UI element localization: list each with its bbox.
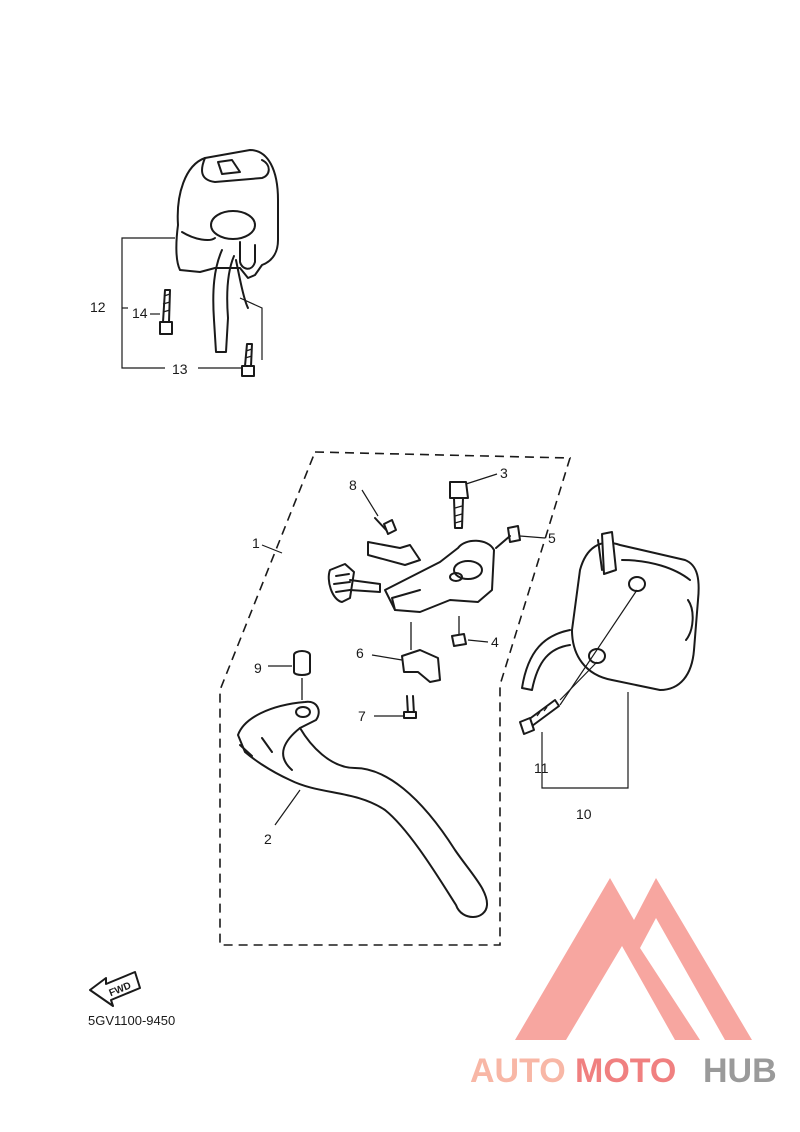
switch-6 [401,622,441,683]
watermark-hub: HUB [703,1052,777,1090]
lever-2 [237,700,489,918]
watermark-moto: MOTO [575,1052,676,1090]
screw-7 [403,695,417,719]
bolt-3 [449,481,469,529]
nut-4 [451,616,467,647]
bush-9 [293,650,311,700]
watermark-triangle-icon [515,878,752,1040]
bracket-12 [121,237,263,369]
leader-lines [261,473,638,826]
screw-5 [495,525,521,549]
callout-14: 14 [132,305,148,321]
screw-14 [159,289,173,335]
callout-5: 5 [548,530,556,546]
callout-12: 12 [90,299,106,315]
callout-10: 10 [576,806,592,822]
screw-8 [374,517,397,535]
callout-8: 8 [349,477,357,493]
lever-holder [367,539,495,613]
part-code: 5GV1100-9450 [88,1013,175,1028]
handlebar-switch-assembly [175,149,279,353]
callout-2: 2 [264,831,272,847]
adjuster-knob [327,563,381,603]
callout-3: 3 [500,465,508,481]
watermark-logo: AUTO MOTO HUB [470,878,777,1090]
callout-7: 7 [358,708,366,724]
switch-housing-10 [521,531,700,691]
callout-1: 1 [252,535,260,551]
callout-4: 4 [491,634,499,650]
screw-13 [241,343,255,377]
watermark-auto: AUTO [470,1052,566,1090]
fwd-arrow-icon: FWD [89,971,141,1007]
callout-9: 9 [254,660,262,676]
assembly-1-outline [219,451,572,946]
screw-11 [519,699,560,735]
callout-11: 11 [534,760,549,776]
callout-13: 13 [172,361,188,377]
callout-6: 6 [356,645,364,661]
